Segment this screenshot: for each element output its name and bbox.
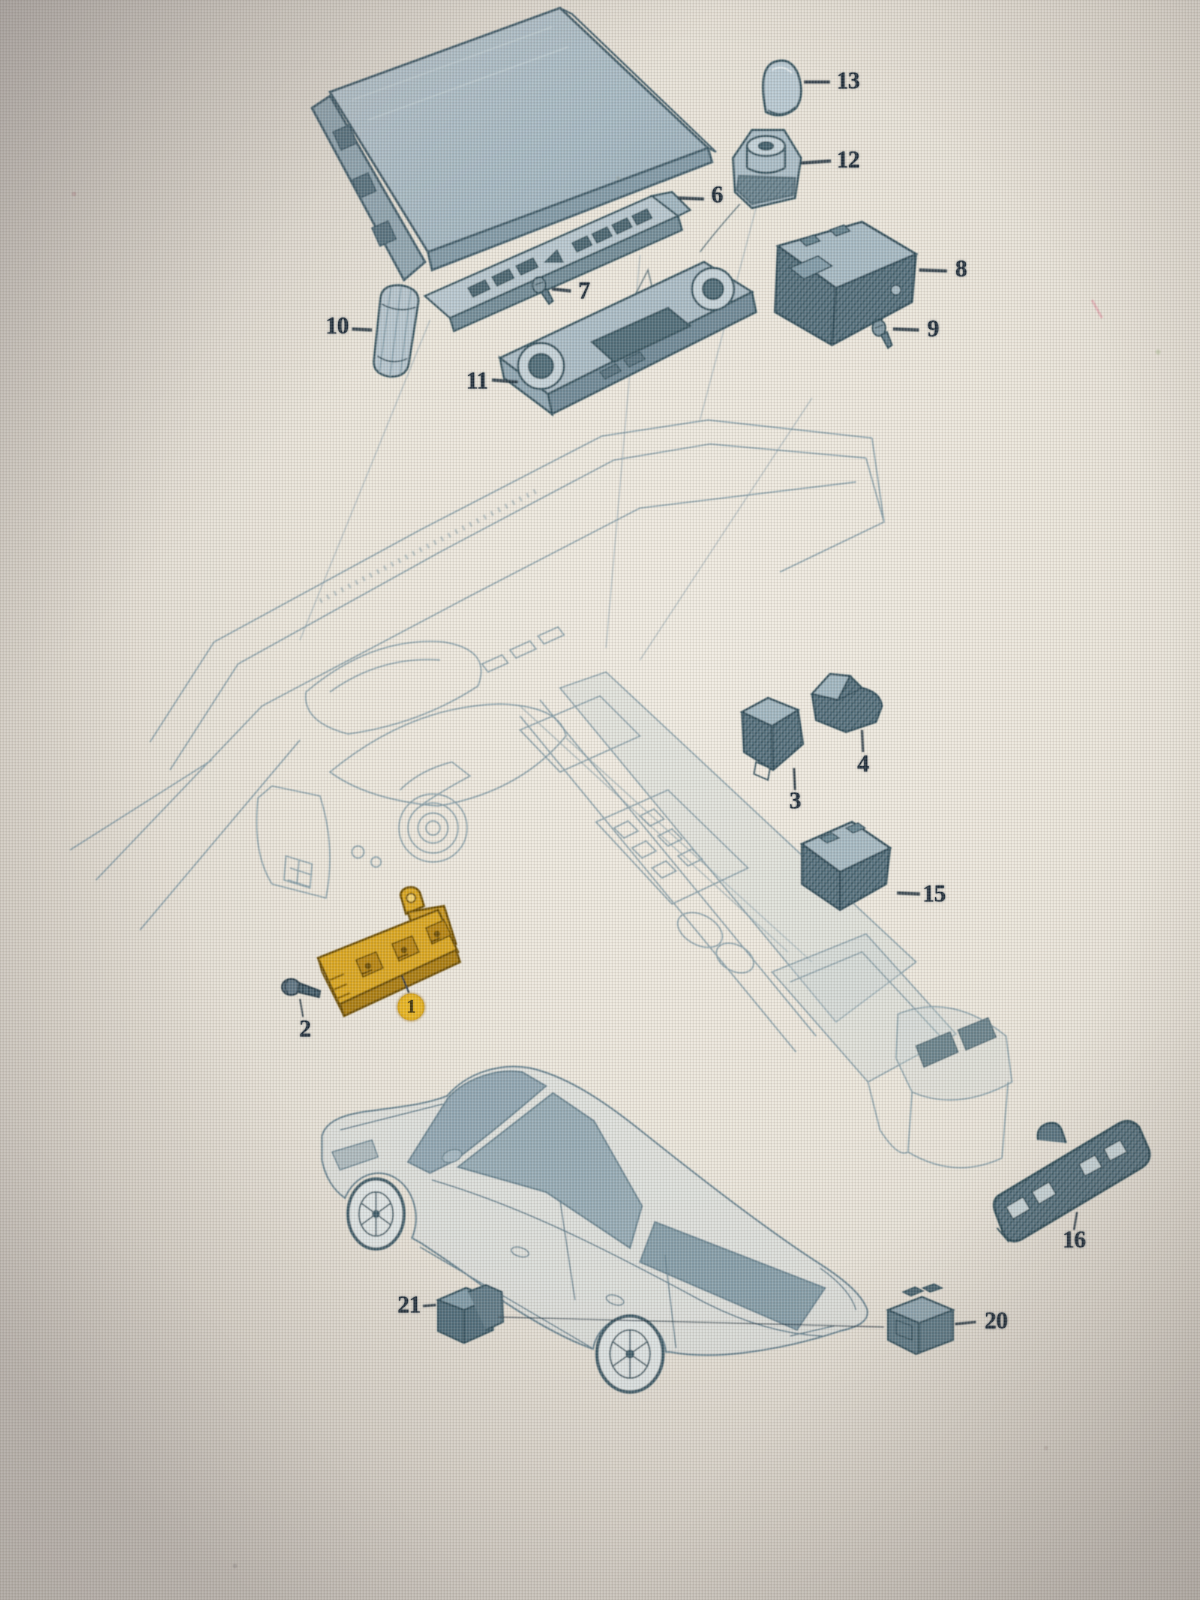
part-screw-7 — [531, 275, 555, 306]
part-button-strip-6 — [423, 190, 692, 333]
callout-11: 11 — [466, 368, 488, 395]
callout-13: 13 — [836, 68, 861, 95]
callout-12: 12 — [836, 147, 861, 174]
part-switch-3 — [739, 696, 805, 781]
callout-2: 2 — [299, 1016, 311, 1043]
part-switch-4 — [810, 672, 884, 734]
part-screw-2 — [281, 978, 322, 999]
part-shift-knob-13 — [761, 59, 803, 117]
part-climate-panel-11 — [497, 260, 758, 417]
callout-21: 21 — [397, 1292, 422, 1319]
leader-lines — [299, 80, 1078, 1328]
callout-16: 16 — [1062, 1227, 1087, 1254]
callout-15: 15 — [922, 881, 947, 908]
callout-8: 8 — [955, 256, 967, 283]
part-switch-panel-1-highlighted — [316, 886, 462, 1018]
callout-3: 3 — [789, 788, 801, 815]
part-knob-10 — [372, 284, 420, 378]
photo-artifacts — [71, 176, 1161, 1569]
part-gear-selector-12 — [699, 128, 803, 253]
callout-9: 9 — [927, 316, 939, 343]
part-screw-9 — [871, 318, 893, 350]
center-console-wireframe — [518, 671, 1013, 1169]
part-module-15 — [799, 820, 893, 912]
part-module-20 — [885, 1283, 956, 1355]
car-outline — [321, 1065, 869, 1394]
callout-1-highlighted: 1 — [397, 993, 425, 1021]
callout-4: 4 — [857, 751, 869, 778]
callout-20: 20 — [984, 1308, 1009, 1335]
callout-7: 7 — [578, 278, 590, 305]
part-module-8 — [773, 220, 919, 347]
part-display-unit — [310, 6, 717, 282]
part-panel-16 — [992, 1119, 1151, 1243]
dashboard-wireframe — [69, 419, 885, 963]
callout-6: 6 — [711, 182, 723, 209]
part-switch-21 — [435, 1284, 504, 1344]
callout-10: 10 — [325, 313, 350, 340]
